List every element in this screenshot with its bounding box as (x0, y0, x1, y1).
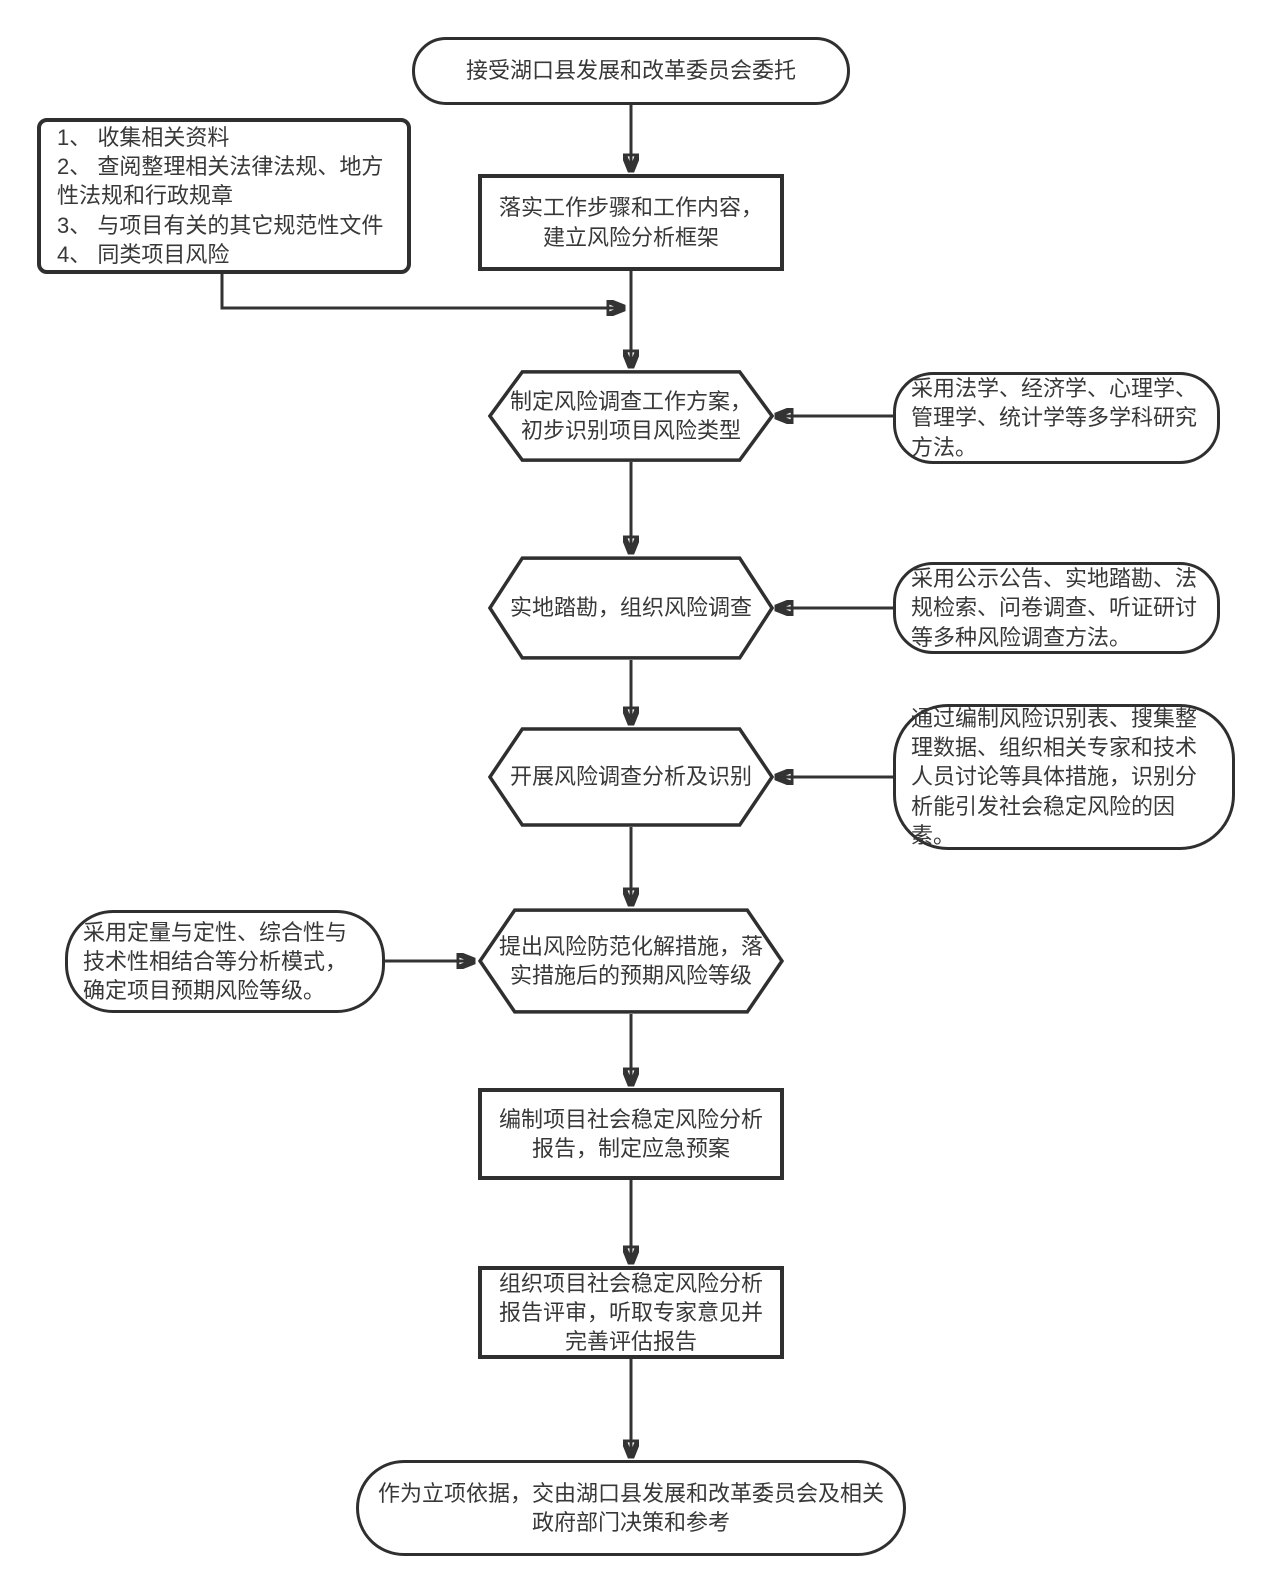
hexagon-shape (488, 556, 774, 660)
callout-survey-methods-label: 采用公示公告、实地踏勘、法规检索、问卷调查、听证研讨等多种风险调查方法。 (911, 566, 1198, 650)
node-identify-label: 开展风险调查分析及识别 (509, 764, 752, 790)
node-end-label: 作为立项依据，交由湖口县发展和改革委员会及相关政府部门决策和参考 (377, 1480, 884, 1535)
node-report-label: 编制项目社会稳定风险分析报告，制定应急预案 (498, 1106, 763, 1161)
materials-item-1: 1、 收集相关资料 (57, 125, 230, 151)
materials-item-4: 4、 同类项目风险 (57, 241, 230, 267)
materials-item-2: 2、 查阅整理相关法律法规、地方性法规和行政规章 (57, 154, 384, 209)
materials-item-3: 3、 与项目有关的其它规范性文件 (57, 212, 384, 238)
node-setup-label: 落实工作步骤和工作内容，建立风险分析框架 (498, 195, 763, 250)
callout-disciplines: 采用法学、经济学、心理学、管理学、统计学等多学科研究方法。 (893, 372, 1220, 464)
node-review-label: 组织项目社会稳定风险分析报告评审，听取专家意见并完善评估报告 (498, 1270, 763, 1355)
node-survey-label: 实地踏勘，组织风险调查 (509, 595, 752, 621)
node-plan: 制定风险调查工作方案， 初步识别项目风险类型 (488, 370, 774, 462)
hexagon-shape (488, 727, 774, 827)
callout-identify-measures-label: 通过编制风险识别表、搜集整理数据、组织相关专家和技术人员讨论等具体措施，识别分析… (911, 706, 1198, 848)
callout-disciplines-label: 采用法学、经济学、心理学、管理学、统计学等多学科研究方法。 (911, 376, 1198, 460)
node-report: 编制项目社会稳定风险分析报告，制定应急预案 (478, 1088, 784, 1180)
node-survey: 实地踏勘，组织风险调查 (488, 556, 774, 660)
arrow-materials-to-spine (220, 274, 624, 308)
hexagon-shape (488, 370, 774, 462)
node-review: 组织项目社会稳定风险分析报告评审，听取专家意见并完善评估报告 (478, 1266, 784, 1359)
node-measures-label: 提出风险防范化解措施，落实措施后的预期风险等级 (498, 933, 763, 988)
callout-identify-measures: 通过编制风险识别表、搜集整理数据、组织相关专家和技术人员讨论等具体措施，识别分析… (893, 704, 1235, 850)
node-start: 接受湖口县发展和改革委员会委托 (412, 37, 850, 105)
node-identify: 开展风险调查分析及识别 (488, 727, 774, 827)
callout-grade-model: 采用定量与定性、综合性与技术性相结合等分析模式，确定项目预期风险等级。 (65, 910, 385, 1013)
callout-grade-model-label: 采用定量与定性、综合性与技术性相结合等分析模式，确定项目预期风险等级。 (83, 919, 348, 1004)
node-materials: 1、 收集相关资料 2、 查阅整理相关法律法规、地方性法规和行政规章 3、 与项… (37, 118, 411, 274)
callout-survey-methods: 采用公示公告、实地踏勘、法规检索、问卷调查、听证研讨等多种风险调查方法。 (893, 562, 1220, 654)
hexagon-shape (478, 908, 784, 1014)
node-setup: 落实工作步骤和工作内容，建立风险分析框架 (478, 174, 784, 271)
node-end: 作为立项依据，交由湖口县发展和改革委员会及相关政府部门决策和参考 (356, 1460, 906, 1556)
node-plan-label: 制定风险调查工作方案， 初步识别项目风险类型 (509, 388, 752, 443)
node-measures: 提出风险防范化解措施，落实措施后的预期风险等级 (478, 908, 784, 1014)
node-start-label: 接受湖口县发展和改革委员会委托 (465, 58, 796, 84)
